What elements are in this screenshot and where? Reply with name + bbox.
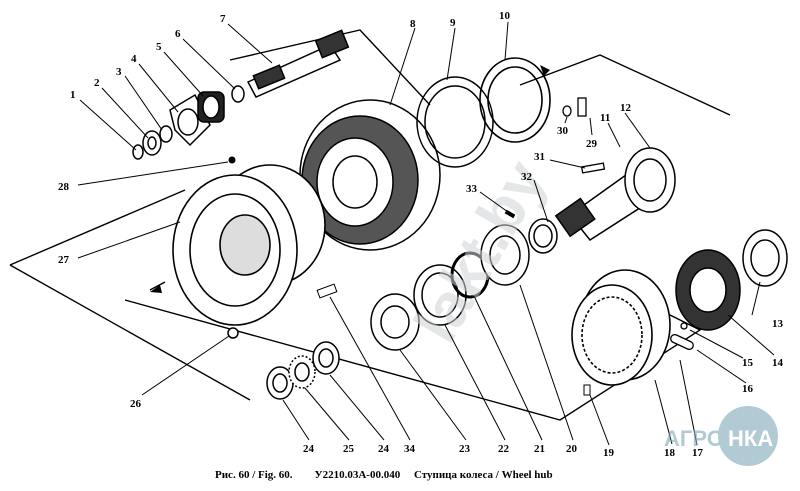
callout-15: 15 [742, 357, 754, 369]
callout-labels: 1 2 3 4 5 6 7 8 9 10 11 12 13 14 15 16 1… [58, 10, 784, 459]
callout-5: 5 [156, 41, 162, 53]
callout-16: 16 [742, 383, 754, 395]
callout-3: 3 [116, 66, 122, 78]
callout-24b: 24 [378, 443, 390, 455]
callout-4: 4 [131, 53, 137, 65]
plug-part-28 [228, 156, 236, 164]
bolts-parts-29-31 [562, 97, 606, 174]
pins-parts-15-17 [670, 322, 694, 351]
logo-text-right: НКА [728, 426, 773, 451]
ring-part-6 [231, 85, 245, 103]
callout-21: 21 [534, 443, 545, 455]
stub-shaft-part-12 [554, 147, 676, 241]
agronka-logo: АГРО НКА [664, 406, 778, 466]
bearing-part-20 [480, 224, 530, 286]
rings-parts-24-25 [266, 341, 340, 400]
callout-24a: 24 [303, 443, 315, 455]
callout-2: 2 [94, 77, 100, 89]
ring-parts-1-3 [132, 125, 173, 160]
plug-part-26 [227, 327, 239, 339]
callout-22: 22 [498, 443, 510, 455]
callout-8: 8 [410, 18, 416, 30]
callout-13: 13 [772, 318, 784, 330]
bolt-part-34 [316, 283, 338, 299]
callout-29: 29 [586, 138, 598, 150]
logo-text-left: АГРО [664, 426, 724, 451]
leader-lines [77, 21, 775, 446]
callout-6: 6 [175, 28, 181, 40]
callout-28: 28 [58, 181, 70, 193]
callout-9: 9 [450, 17, 456, 29]
callout-31: 31 [534, 151, 545, 163]
callout-23: 23 [459, 443, 471, 455]
splined-sleeve-part-5 [197, 91, 225, 123]
logo-circle [718, 406, 778, 466]
callout-17: 17 [692, 447, 704, 459]
callout-25: 25 [343, 443, 355, 455]
callout-10: 10 [499, 10, 511, 22]
bolt-part-19 [583, 384, 591, 396]
callout-7: 7 [220, 13, 226, 25]
callout-19: 19 [603, 447, 615, 459]
callout-33: 33 [466, 183, 478, 195]
callout-34: 34 [404, 443, 416, 455]
ring-part-32 [528, 218, 558, 254]
figure-caption: Рис. 60 / Fig. 60. У2210.03А-00.040 Ступ… [215, 469, 553, 481]
callout-18: 18 [664, 447, 676, 459]
callout-14: 14 [772, 357, 784, 369]
shaft-part-7 [246, 29, 350, 98]
cover-part-10 [479, 57, 551, 143]
callout-27: 27 [58, 254, 70, 266]
gear-drum-part-8 [299, 99, 441, 251]
callout-1: 1 [70, 89, 76, 101]
hub-housing-part-27 [172, 164, 326, 326]
callout-11: 11 [600, 112, 610, 124]
callout-32: 32 [521, 171, 533, 183]
bearing-part-13 [742, 229, 788, 287]
callout-26: 26 [130, 398, 142, 410]
direction-arrows [150, 65, 550, 293]
callout-20: 20 [566, 443, 578, 455]
callout-12: 12 [620, 102, 632, 114]
sprocket-part-14 [675, 249, 741, 331]
bearing-part-23 [370, 293, 420, 351]
ring-gear-part-18 [571, 269, 671, 386]
callout-30: 30 [557, 125, 569, 137]
